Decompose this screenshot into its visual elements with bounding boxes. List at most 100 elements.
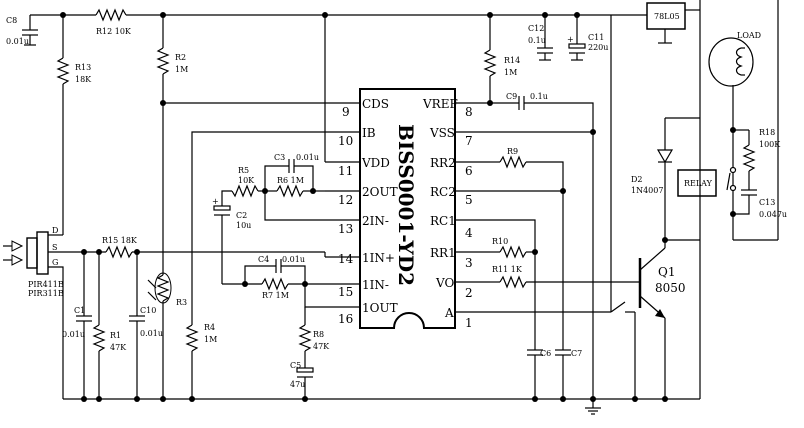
pin-6-name: RR2 [430,156,456,170]
c1-ref: C1 [74,306,85,315]
c8-value: 0.01u [6,37,29,46]
r4-ref: R4 [204,323,215,332]
pin-8-num: 8 [465,105,473,119]
pin-15-name: 1IN- [362,278,389,292]
transistor-q1: Q1 8050 [638,240,686,399]
c6-ref: C6 [540,349,551,358]
capacitor-c9: C9 0.1u [490,92,594,408]
c9-ref: C9 [506,92,517,101]
pin-9-num: 9 [342,105,350,119]
regulator-label: 78L05 [654,12,680,21]
c8-ref: C8 [6,16,17,25]
pin-14-name: 1IN+ [362,251,395,265]
r15-label: R15 18K [102,236,138,245]
r13-value: 18K [75,75,92,84]
ic-biss0001: BISS0001-YD2 [359,88,456,329]
r5-ref: R5 [238,166,249,175]
pin-16-name: 1OUT [362,301,398,315]
load-label: LOAD [737,31,761,40]
pin-1-name: A [444,306,454,320]
r7-label: R7 1M [262,291,289,300]
resistor-r9: R9 [490,147,566,350]
pin-7-num: 7 [465,134,473,148]
c2-ref: C2 [236,211,247,220]
r1-value: 47K [110,343,127,352]
ground-symbol [585,407,601,415]
c11-value: 220u [588,43,608,52]
r8-value: 47K [313,342,330,351]
r5-value: 10K [238,176,255,185]
capacitor-c12: C12 0.1u [528,15,553,61]
capacitor-c1: C1 0.01u [62,252,92,399]
pir-label-2: PIR311B [28,289,64,298]
pin-8-name: VREF [422,97,458,111]
r14-ref: R14 [504,56,520,65]
pin-4-name: RC1 [430,214,456,228]
pin-7-name: VSS [429,126,455,140]
r10-ref: R10 [492,237,508,246]
resistor-r2: R2 1M [156,15,325,275]
pin-1-num: 1 [465,316,473,330]
r14-value: 1M [504,68,517,77]
pin-10-name: IB [362,126,376,140]
r13-ref: R13 [75,63,91,72]
c5-value: 47u [290,380,305,389]
pin-6-num: 6 [465,164,473,178]
pin-10-num: 10 [338,134,353,148]
d2-value: 1N4007 [631,186,663,195]
d2-ref: D2 [631,175,643,184]
r8-ref: R8 [313,330,324,339]
top-rail: R12 10K [30,8,647,36]
pin-9-name: CDS [362,97,389,111]
regulator-78l05: 78L05 [646,0,701,250]
resistor-r14: R14 1M [483,15,520,106]
r18-ref: R18 [759,128,775,137]
snubber-r18-c13: R18 100K C13 0.047u [726,85,787,240]
c4-value: 0.01u [282,255,305,264]
ic-left-pins: CDS IB VDD 2OUT 2IN- 1IN+ 1IN- 1OUT 9 10… [325,97,398,326]
c12-ref: C12 [528,24,544,33]
r3-ref: R3 [176,298,187,307]
relay-label: RELAY [684,179,713,188]
pin-5-name: RC2 [430,185,456,199]
c1-value: 0.01u [62,330,85,339]
resistor-r1: R1 47K [92,252,127,399]
pin-11-name: VDD [361,156,390,170]
r6-label: R6 1M [277,176,304,185]
q1-ref: Q1 [658,265,675,279]
svg-text:+: + [567,35,574,44]
bottom-rail [63,250,701,402]
capacitor-c7: C7 [555,349,582,399]
c12-value: 0.1u [528,36,546,45]
pin-2-name: VO [435,276,454,290]
resistor-r13: R13 18K [56,15,92,235]
q1-value: 8050 [655,281,686,295]
diode-d2: D2 1N4007 [631,149,674,195]
c3-ref: C3 [274,153,285,162]
c5-ref: C5 [290,361,301,370]
resistor-r11: R11 1K [490,265,640,289]
pir-pin-g: G [52,258,58,267]
pir-pin-s: S [52,243,57,252]
capacitor-c8: C8 0.01u [6,15,38,46]
pin-3-num: 3 [465,256,473,270]
stage2-network: + C3 0.01u R6 1M R5 10K C2 10u [212,153,325,284]
r18-value: 100K [759,140,781,149]
resistor-r10: R10 [490,237,538,259]
resistor-r4: R4 1M [185,323,217,399]
c4-label: C4 [258,255,269,264]
c7-ref: C7 [571,349,582,358]
ic-right-pins: VREF VSS RR2 RC2 RC1 RR1 VO A 8 7 6 5 4 … [422,97,490,330]
pin-12-name: 2OUT [362,185,398,199]
pin-5-num: 5 [465,193,473,207]
pir-label-1: PIR411B [28,280,64,289]
r12-label: R12 10K [96,27,132,36]
pin-13-num: 13 [338,222,353,236]
c13-value: 0.047u [759,210,787,219]
ic-title: BISS0001-YD2 [394,124,418,286]
pin-4-num: 4 [465,226,473,240]
photoresistor-r3: R3 [147,272,187,399]
c10-ref: C10 [140,306,156,315]
pin-3-name: RR1 [430,246,456,260]
